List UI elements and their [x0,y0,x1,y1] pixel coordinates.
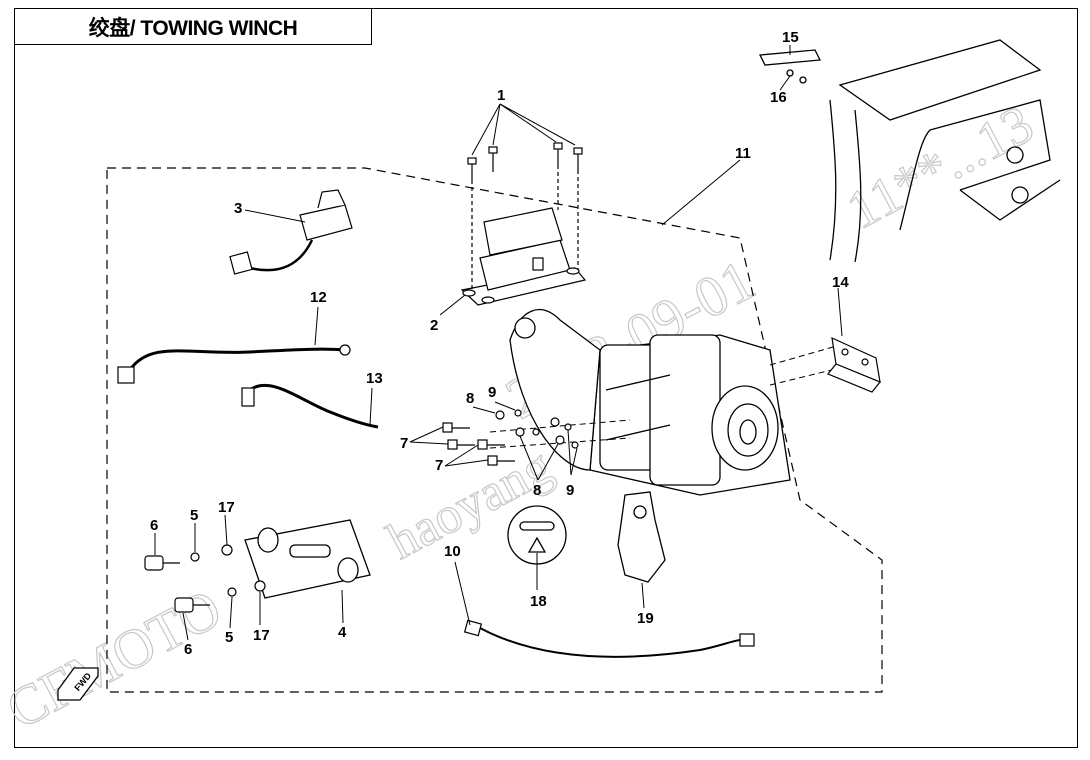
callout-19: 19 [637,610,654,627]
callout-15: 15 [782,29,799,46]
bolts-part-1 [467,142,583,290]
callout-labels: 1 2 3 4 5 5 6 6 7 7 8 8 9 9 10 11 12 13 … [150,29,849,658]
callout-5-lower: 5 [225,629,233,646]
callout-2: 2 [430,317,438,334]
ground-cable [241,383,379,429]
vehicle-frame [758,39,1061,263]
callout-16: 16 [770,89,787,106]
callout-10: 10 [444,543,461,560]
callout-5-upper: 5 [190,507,198,524]
callout-9-lower: 9 [566,482,574,499]
roller-fairlead [244,519,371,599]
callout-7-lower: 7 [435,457,443,474]
callout-18: 18 [530,593,547,610]
assembly-boundary-dashed [106,167,883,693]
warning-label [507,505,567,565]
winch-assembly [509,309,791,496]
leader-lines [154,45,843,641]
callout-6-lower: 6 [184,641,192,658]
callout-8-upper: 8 [466,390,474,407]
callout-4: 4 [338,624,347,641]
callout-6-upper: 6 [150,517,158,534]
watermark-code: 11**...13 [837,93,1042,240]
control-cable [463,619,755,658]
callout-7-upper: 7 [400,435,408,452]
callout-1: 1 [497,87,505,104]
callout-9-upper: 9 [488,384,496,401]
callout-3: 3 [234,200,242,217]
watermark-brand: CFMOTO [0,578,231,742]
page-title: 绞盘/ TOWING WINCH [14,8,372,45]
forward-arrow-icon: FWD [57,667,99,701]
nuts-washers [495,409,579,449]
callout-11: 11 [735,145,751,162]
mounting-bracket [827,336,881,393]
callout-14: 14 [832,274,849,291]
battery-cable [117,344,351,384]
fairlead-hardware [144,544,266,613]
diagram-frame [14,8,1078,748]
bolts-part-7 [442,422,515,466]
callout-17-upper: 17 [218,499,235,516]
rocker-switch-harness [229,189,353,275]
callout-13: 13 [366,370,383,387]
callout-8-lower: 8 [533,482,541,499]
winch-hook [617,491,666,583]
callout-17-lower: 17 [253,627,270,644]
callout-12: 12 [310,289,327,306]
contactor-box [460,207,587,306]
